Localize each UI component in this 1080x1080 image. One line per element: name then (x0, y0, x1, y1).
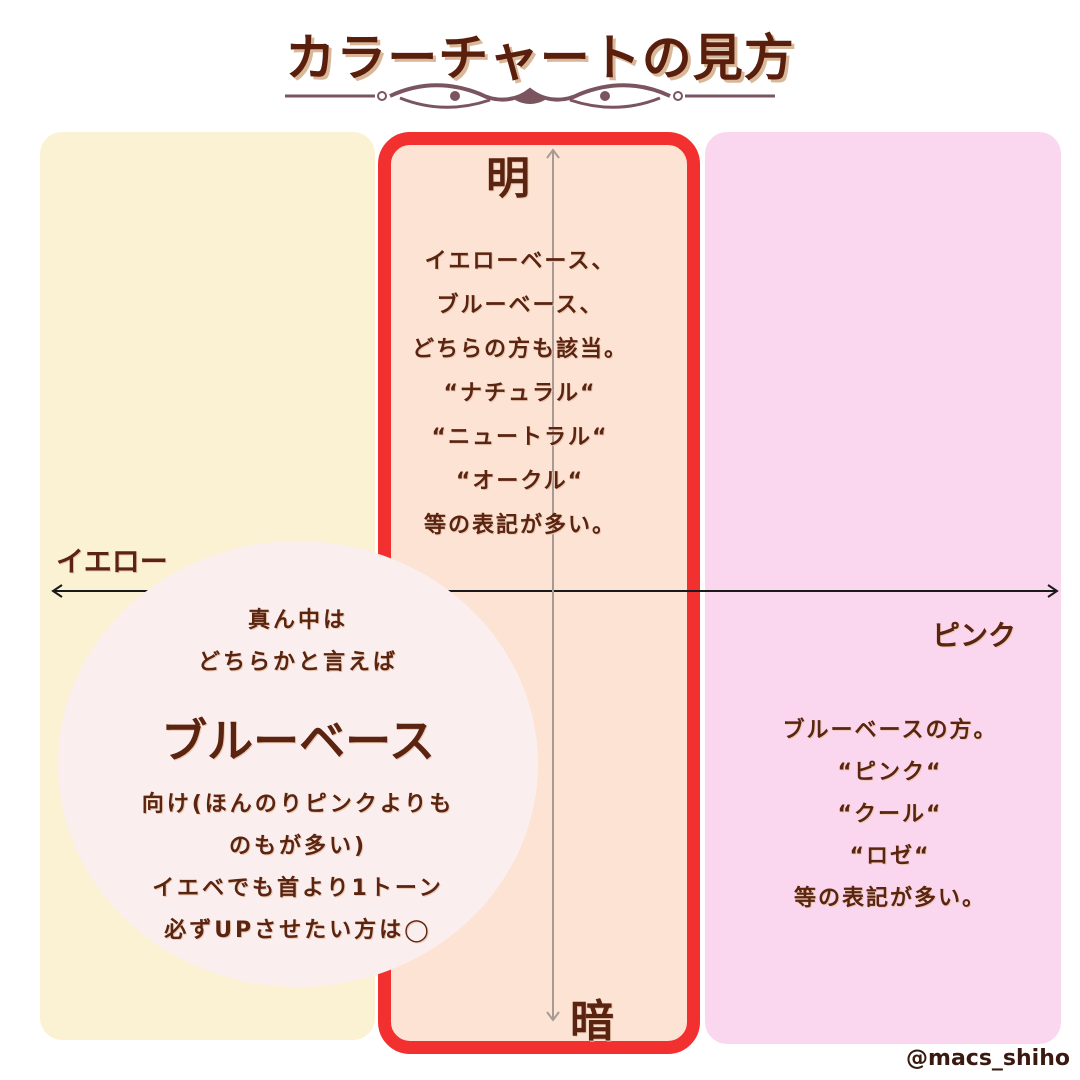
text-line: イエベでも首より1トーン (152, 876, 444, 901)
text-line: 等の表記が多い。 (423, 513, 616, 538)
text-line: どちらかと言えば (197, 650, 398, 675)
text-line: のもが多い) (228, 834, 368, 859)
text-line: ブルーベース、 (436, 293, 604, 318)
text-line: 真ん中は (247, 608, 348, 633)
circle-intro: 真ん中は どちらかと言えば (58, 600, 538, 684)
text-line: “ピンク“ (837, 760, 943, 785)
text-line: イエローベース、 (424, 249, 616, 274)
note-circle (58, 541, 538, 987)
author-handle: @macs_shiho (906, 1046, 1070, 1071)
text-line: どちらの方も該当。 (411, 337, 628, 362)
text-line: “ナチュラル“ (443, 381, 597, 406)
vertical-axis-arrow (546, 148, 560, 1022)
axis-label-bright: 明 (486, 153, 530, 204)
center-description: イエローベース、 ブルーベース、 どちらの方も該当。 “ナチュラル“ “ニュート… (385, 240, 655, 548)
text-line: “クール“ (837, 802, 943, 827)
text-line: “ロゼ“ (849, 844, 931, 869)
text-line: ブルーベースの方。 (782, 718, 998, 743)
neutral-center-panel (378, 132, 700, 1054)
circle-details: 向け(ほんのりピンクよりも のもが多い) イエベでも首より1トーン 必ずUPさせ… (58, 784, 538, 952)
ornament-divider (285, 83, 775, 109)
axis-label-pink: ピンク (932, 619, 1017, 652)
text-line: “オークル“ (455, 469, 585, 494)
circle-headline: ブルーベース (161, 714, 435, 768)
text-line: 向け(ほんのりピンクよりも (141, 792, 455, 817)
axis-label-dark: 暗 (570, 996, 614, 1047)
text-line: “ニュートラル“ (431, 425, 609, 450)
text-line: 必ずUPさせたい方は◯ (164, 918, 432, 943)
page-title: カラーチャートの見方 (285, 28, 795, 87)
axis-label-yellow: イエロー (56, 545, 168, 578)
text-line: 等の表記が多い。 (793, 886, 986, 911)
pink-description: ブルーベースの方。 “ピンク“ “クール“ “ロゼ“ 等の表記が多い。 (745, 710, 1035, 920)
pink-base-panel (705, 132, 1061, 1044)
